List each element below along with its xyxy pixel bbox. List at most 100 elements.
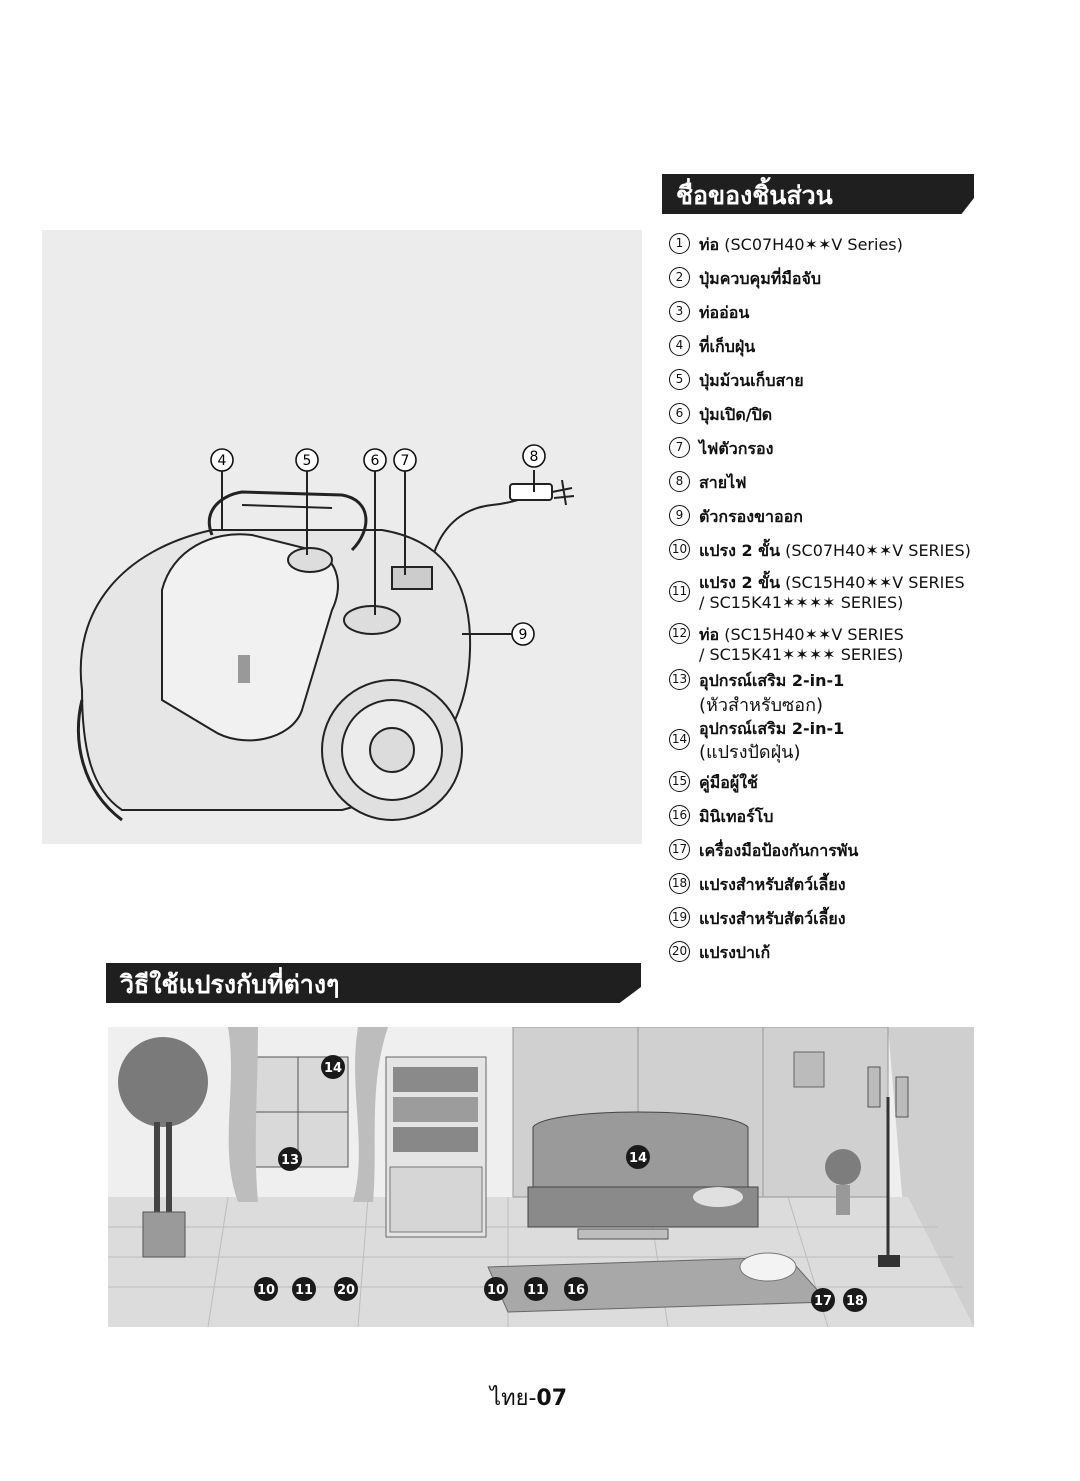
room-callout-17-pet: 17 <box>811 1288 835 1312</box>
svg-text:13: 13 <box>281 1153 299 1168</box>
page-number-value: 07 <box>536 1386 568 1411</box>
svg-text:9: 9 <box>519 627 528 643</box>
item-name: เครื่องมือป้องกันการพัน <box>699 841 859 860</box>
item-model: (SC15H40✶✶V SERIES <box>724 625 904 644</box>
item-model-line2: / SC15K41✶✶✶✶ SERIES) <box>699 593 904 612</box>
item-model: (SC15H40✶✶V SERIES <box>785 573 965 592</box>
parts-section-header: ชื่อของชิ้นส่วน <box>662 174 974 214</box>
item-name: ปุ่มม้วนเก็บสาย <box>699 371 804 390</box>
item-number: 15 <box>669 771 690 792</box>
item-number: 11 <box>669 581 690 602</box>
svg-text:16: 16 <box>567 1283 585 1298</box>
plant-icon <box>825 1149 861 1185</box>
item-name: ตัวกรองขาออก <box>699 507 803 526</box>
room-illustration: 14 13 14 10 11 20 10 11 16 17 18 <box>108 1026 974 1357</box>
svg-text:11: 11 <box>295 1283 313 1298</box>
svg-text:11: 11 <box>527 1283 545 1298</box>
item-model: (SC07H40✶✶V Series) <box>724 235 903 254</box>
room-callout-11-rug: 11 <box>524 1277 548 1301</box>
item-name: ปุ่มเปิด/ปิด <box>699 405 773 424</box>
item-name: ปุ่มควบคุมที่มือจับ <box>699 269 822 288</box>
room-callout-14-window: 14 <box>321 1055 345 1079</box>
callout-7: 7 <box>393 448 417 472</box>
item-number: 16 <box>669 805 690 826</box>
callout-8: 8 <box>522 444 546 468</box>
item-name: แปรง 2 ขั้น <box>699 541 781 560</box>
tree-icon <box>118 1037 208 1258</box>
callout-5: 5 <box>295 448 319 472</box>
svg-text:17: 17 <box>814 1294 832 1309</box>
item-name: แปรง 2 ขั้น <box>699 573 781 592</box>
item-name: มินิเทอร์โบ <box>699 807 774 826</box>
item-number: 2 <box>669 267 690 288</box>
parts-section-title: ชื่อของชิ้นส่วน <box>676 181 833 210</box>
item-name: ท่ออ่อน <box>699 303 750 322</box>
svg-text:6: 6 <box>371 453 380 469</box>
sofa-icon <box>527 1111 759 1228</box>
floor-lamp-icon <box>867 1066 909 1267</box>
item-name: อุปกรณ์เสริม 2-in-1 <box>699 719 845 738</box>
page-number: ไทย-07 <box>490 1380 567 1415</box>
svg-text:10: 10 <box>257 1283 275 1298</box>
svg-text:14: 14 <box>629 1151 647 1166</box>
item-note: (แปรงปัดฝุ่น) <box>699 742 801 763</box>
svg-text:14: 14 <box>324 1061 342 1076</box>
room-scene: 14 13 14 10 11 20 10 11 16 17 18 <box>108 1026 974 1357</box>
item-number: 14 <box>669 729 690 750</box>
item-name: อุปกรณ์เสริม 2-in-1 <box>699 671 845 690</box>
item-number: 9 <box>669 505 690 526</box>
item-name: คู่มือผู้ใช้ <box>699 773 758 792</box>
svg-text:5: 5 <box>303 453 312 469</box>
room-callout-10-rug: 10 <box>484 1277 508 1301</box>
item-number: 10 <box>669 539 690 560</box>
item-name: แปรงปาเก้ <box>699 943 771 962</box>
item-model: (SC07H40✶✶V SERIES) <box>785 541 971 560</box>
item-note: (หัวสำหรับซอก) <box>699 695 823 716</box>
svg-text:18: 18 <box>846 1294 864 1309</box>
item-number: 7 <box>669 437 690 458</box>
room-callout-10-floor: 10 <box>254 1277 278 1301</box>
svg-text:20: 20 <box>337 1283 355 1298</box>
item-number: 3 <box>669 301 690 322</box>
vacuum-illustration-panel: 4 5 6 7 8 9 <box>42 230 642 844</box>
item-number: 4 <box>669 335 690 356</box>
usage-section-title: วิธีใช้แปรงกับที่ต่างๆ <box>120 970 340 999</box>
item-number: 18 <box>669 873 690 894</box>
room-callout-16-rug: 16 <box>564 1277 588 1301</box>
usage-section-header: วิธีใช้แปรงกับที่ต่างๆ <box>106 963 641 1003</box>
product-callouts: 4 5 6 7 8 9 <box>210 444 546 646</box>
item-name: ไฟตัวกรอง <box>699 439 774 458</box>
room-callout-14-sofa: 14 <box>626 1145 650 1169</box>
svg-text:4: 4 <box>218 453 227 469</box>
callout-4: 4 <box>210 448 234 472</box>
callout-6: 6 <box>363 448 387 472</box>
bookshelf-icon <box>385 1056 487 1238</box>
item-number: 12 <box>669 623 690 644</box>
item-number: 8 <box>669 471 690 492</box>
room-callout-11-floor: 11 <box>292 1277 316 1301</box>
item-number: 19 <box>669 907 690 928</box>
item-name: ที่เก็บฝุ่น <box>699 337 756 356</box>
room-callout-13-window: 13 <box>278 1147 302 1171</box>
item-number: 17 <box>669 839 690 860</box>
svg-text:8: 8 <box>530 449 539 465</box>
room-callout-20-floor: 20 <box>334 1277 358 1301</box>
item-number: 20 <box>669 941 690 962</box>
item-number: 5 <box>669 369 690 390</box>
item-name: แปรงสำหรับสัตว์เลี้ยง <box>699 875 846 894</box>
item-number: 1 <box>669 233 690 254</box>
callout-9: 9 <box>511 622 535 646</box>
room-callout-18-pet: 18 <box>843 1288 867 1312</box>
vacuum-cleaner-illustration: 4 5 6 7 8 9 <box>76 444 575 822</box>
picture-frame-icon <box>793 1051 825 1088</box>
item-number: 6 <box>669 403 690 424</box>
item-name: ท่อ <box>699 235 720 254</box>
item-number: 13 <box>669 669 690 690</box>
cat-icon <box>739 1252 797 1282</box>
item-name: แปรงสำหรับสัตว์เลี้ยง <box>699 909 846 928</box>
svg-text:7: 7 <box>401 453 410 469</box>
svg-text:10: 10 <box>487 1283 505 1298</box>
item-name: สายไฟ <box>699 473 747 492</box>
item-model-line2: / SC15K41✶✶✶✶ SERIES) <box>699 645 904 664</box>
page-number-prefix: ไทย- <box>490 1386 537 1411</box>
